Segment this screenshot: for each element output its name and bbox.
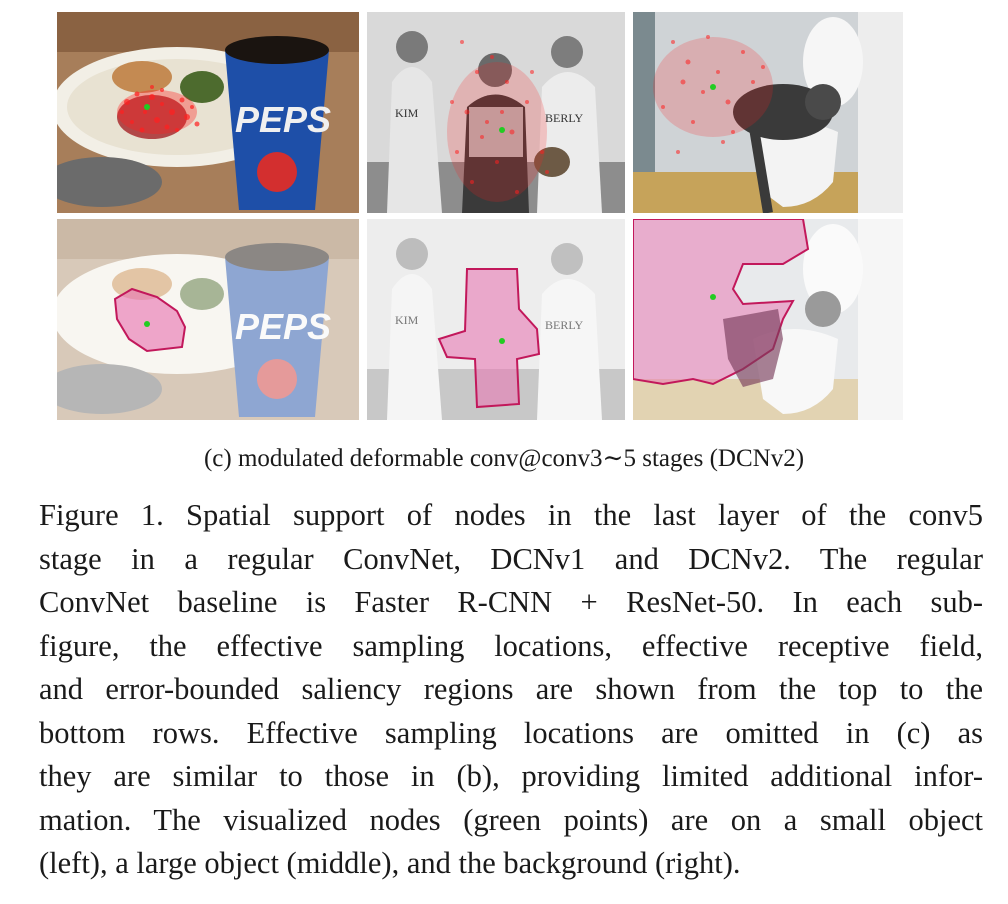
caption-line: (left), a large object (middle), and the… [39, 846, 741, 880]
panel-saliency-large-object: KIM BERLY [367, 219, 625, 420]
panel-saliency-small-object: PEPS [57, 219, 359, 420]
cup-text: PEPS [235, 99, 331, 140]
jersey-text-left: KIM [395, 106, 419, 120]
figure-caption: Figure 1. Spatial support of nodes in th… [39, 494, 983, 886]
node-point [499, 127, 505, 133]
cup-text: PEPS [235, 306, 331, 347]
caption-line: mation. The visualized nodes (green poin… [39, 802, 983, 837]
jersey-text-right: BERLY [545, 318, 583, 332]
node-point [710, 294, 716, 300]
saliency-image-players: KIM BERLY [367, 219, 625, 420]
saliency-image-food: PEPS [57, 219, 359, 420]
node-point [499, 338, 505, 344]
node-point [710, 84, 716, 90]
panel-sampling-background [633, 12, 903, 213]
panel-saliency-background [633, 219, 903, 420]
caption-line: they are similar to those in (b), provid… [39, 759, 983, 793]
caption-line: and error-bounded saliency regions are s… [39, 672, 983, 706]
panel-sampling-small-object: PEPS [57, 12, 359, 213]
jersey-text-right: BERLY [545, 111, 583, 125]
panel-sampling-large-object: KIM BERLY [367, 12, 625, 213]
caption-line: stage in a regular ConvNet, DCNv1 and DC… [39, 541, 983, 576]
sampling-image-cat [633, 12, 903, 213]
sampling-image-players: KIM BERLY [367, 12, 625, 213]
subfigure-caption: (c) modulated deformable conv@conv3∼5 st… [203, 445, 805, 472]
sampling-image-food: PEPS [57, 12, 359, 213]
saliency-image-cat [633, 219, 903, 420]
jersey-text-left: KIM [395, 313, 419, 327]
caption-line: bottom rows. Effective sampling location… [39, 715, 983, 750]
node-point [144, 104, 150, 110]
caption-line: figure, the effective sampling locations… [39, 628, 983, 663]
caption-line: Figure 1. Spatial support of nodes in th… [39, 498, 983, 532]
node-point [144, 321, 150, 327]
caption-line: ConvNet baseline is Faster R-CNN + ResNe… [39, 585, 983, 619]
